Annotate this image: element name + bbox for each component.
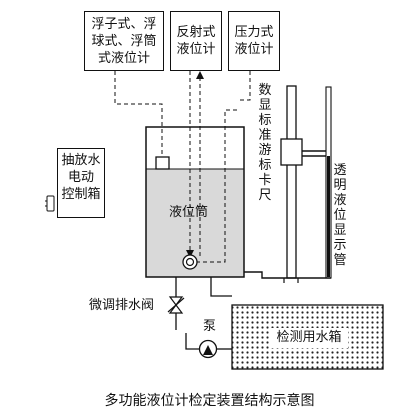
fine-valve-icon (167, 296, 185, 314)
arrow-up-icon (196, 71, 204, 79)
pump-inlet-pipe (210, 277, 232, 297)
float-meter-line2: 球式、浮筒 (91, 33, 157, 49)
signal-line-float (114, 71, 163, 157)
pressure-meter-box: 压力式 液位计 (228, 11, 280, 71)
tube-water (327, 156, 330, 277)
transparent-tube-label: 透明液位显示管 (333, 163, 347, 268)
control-box: 抽放水 电动 控制箱 (57, 148, 105, 218)
arrow-down-icon (186, 250, 194, 258)
reflective-meter-line1: 反射式 (176, 25, 216, 40)
pump-return-pipe (185, 333, 199, 350)
pump-label: 泵 (203, 319, 217, 334)
reflective-meter-line2: 液位计 (176, 42, 216, 57)
vernier-caliper (280, 85, 327, 279)
reflective-meter-box: 反射式 液位计 (170, 11, 222, 71)
water-tank-outline (231, 304, 384, 370)
float-meter-box: 浮子式、浮 球式、浮筒 式液位计 (84, 11, 164, 71)
level-tank-label: 液位筒 (169, 205, 209, 220)
tank-outline (145, 126, 245, 278)
connecting-pipe (244, 271, 331, 279)
pressure-meter-line2: 液位计 (234, 42, 274, 57)
control-box-line3: 控制箱 (61, 187, 101, 202)
fine-valve-label: 微调排水阀 (89, 298, 155, 313)
transparent-tube (325, 86, 332, 279)
float-meter-line1: 浮子式、浮 (91, 16, 157, 32)
control-box-line1: 抽放水 (61, 153, 101, 168)
water-tank-label: 检测用水箱 (276, 330, 342, 345)
float-element (155, 156, 170, 170)
caliper-beam (286, 85, 297, 279)
caliper-slider (280, 138, 303, 166)
control-box-line2: 电动 (67, 170, 94, 185)
pressure-meter-line1: 压力式 (234, 25, 274, 40)
bottom-sensor (182, 254, 198, 270)
figure-caption: 多功能液位计检定装置结构示意图 (104, 393, 315, 409)
signal-line-sensor (196, 109, 240, 263)
float-meter-line3: 式液位计 (97, 50, 150, 66)
water-tank-label-bg (270, 328, 348, 348)
plug-icon (45, 195, 55, 212)
level-tank (145, 126, 245, 278)
signal-line-pressure (240, 71, 251, 101)
digital-vernier-label: 数显标准游标卡尺 (258, 83, 272, 203)
pump-icon (198, 339, 218, 359)
